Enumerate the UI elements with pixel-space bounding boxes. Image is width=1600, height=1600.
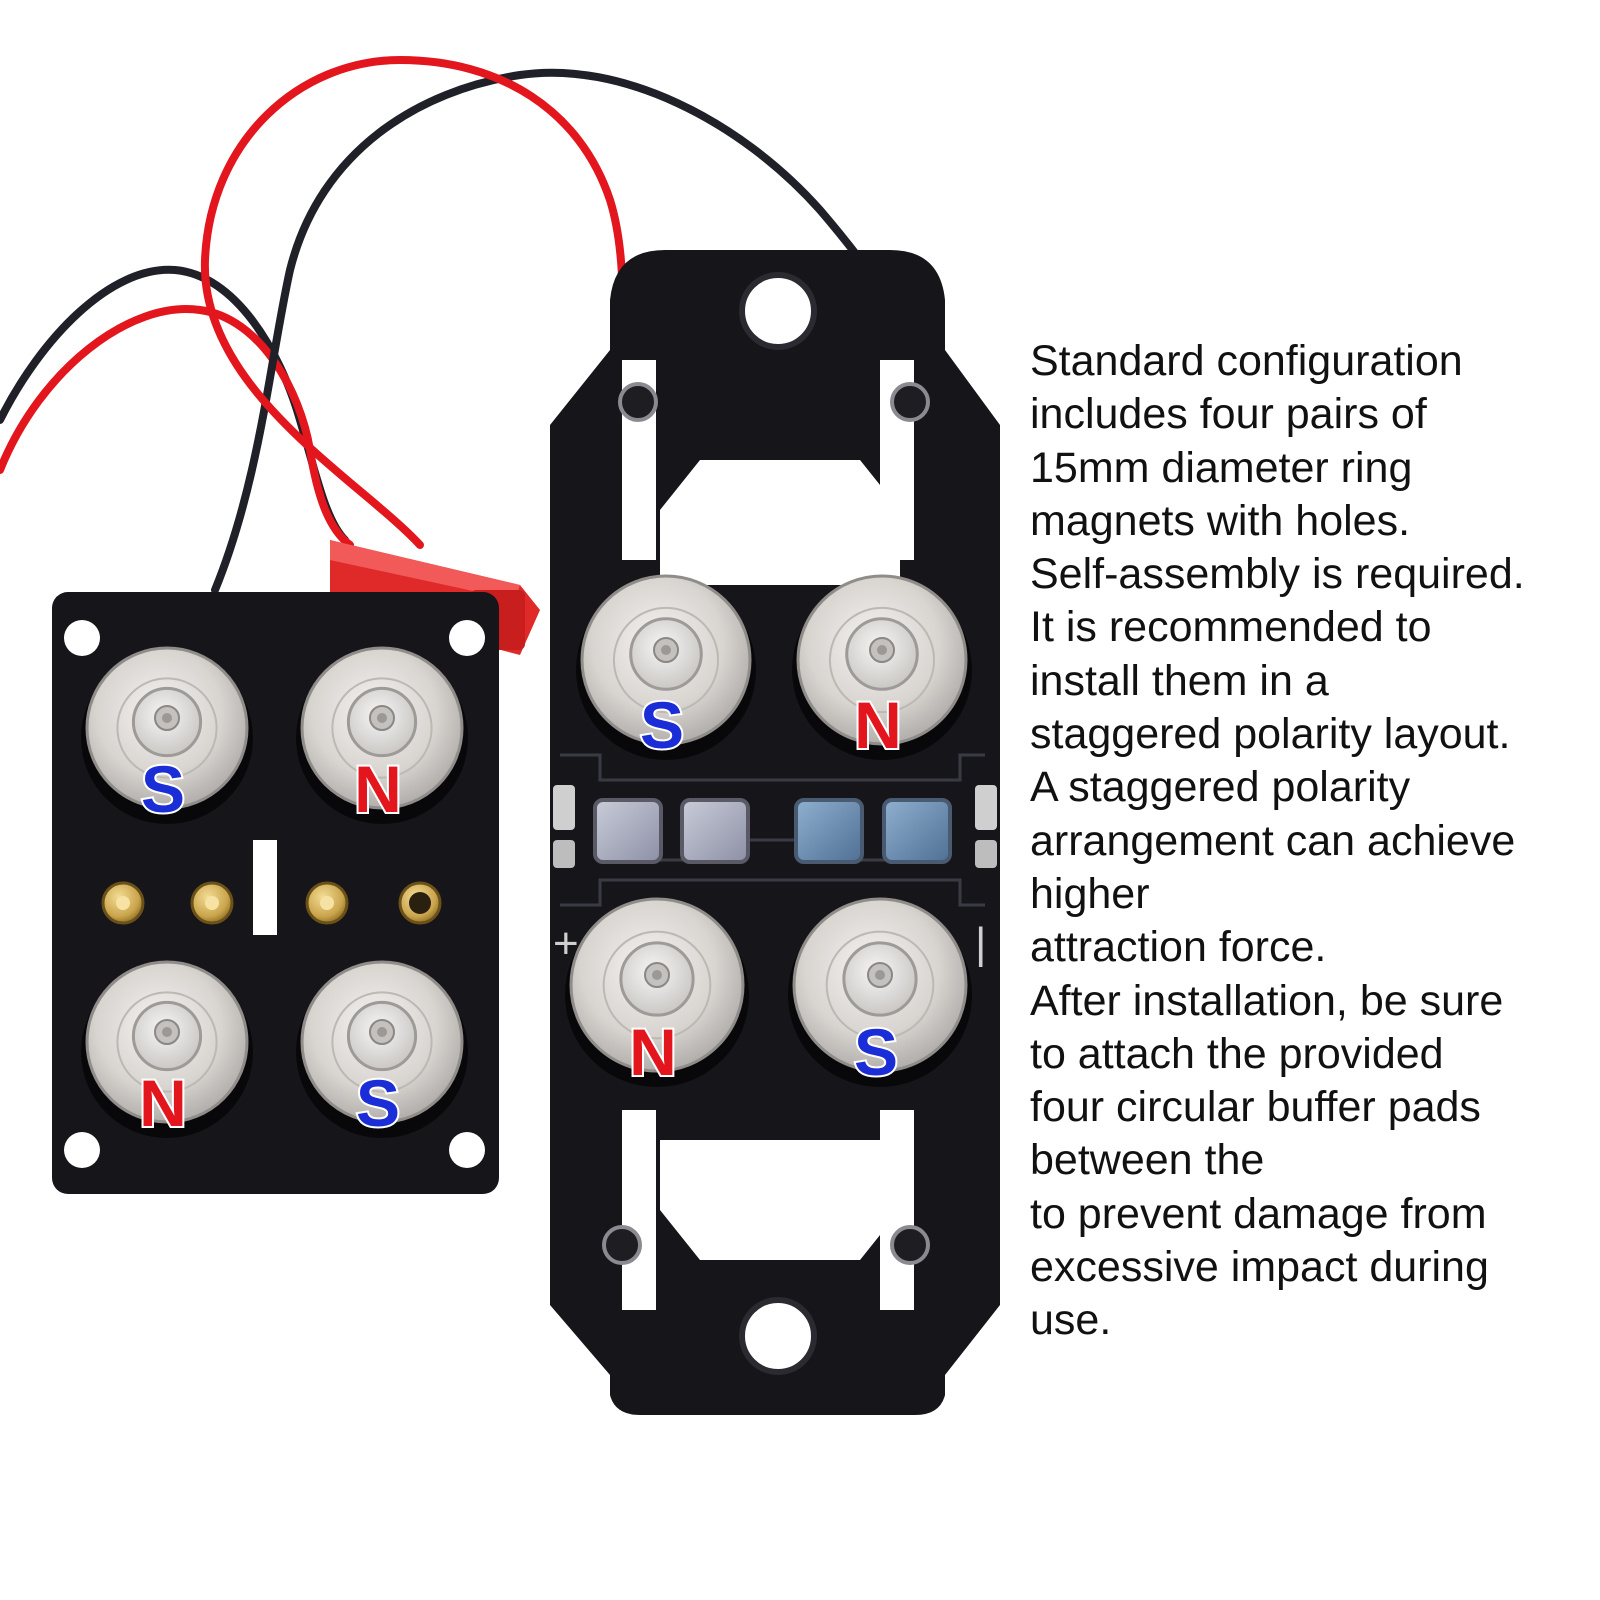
hex-screw-icon (867, 962, 893, 988)
description-text: Standard configuration includes four pai… (1030, 335, 1590, 1348)
description-line: A staggered polarity (1030, 763, 1411, 812)
ring-magnet-n: N (565, 897, 749, 1091)
screw-icon (602, 382, 930, 1265)
description-line: install them in a (1030, 656, 1329, 705)
pole-label: S (356, 1066, 400, 1140)
description-line: includes four pairs of (1030, 390, 1427, 439)
ring-magnet-s: S (296, 960, 468, 1142)
hex-screw-icon (154, 1019, 180, 1045)
description-line: four circular buffer pads (1030, 1083, 1481, 1132)
contact-pads (593, 798, 952, 864)
slot-bottom-left (622, 1110, 656, 1310)
ring-magnet-n: N (81, 960, 253, 1142)
pogo-pins (101, 881, 442, 925)
hex-screw-icon (369, 1019, 395, 1045)
description-line: use. (1030, 1296, 1112, 1345)
minus-mark: | (975, 919, 986, 968)
hex-screw-icon (154, 705, 180, 731)
ring-magnet-s: S (788, 897, 972, 1091)
description-line: It is recommended to (1030, 603, 1432, 652)
description-line: Standard configuration (1030, 337, 1463, 385)
mount-hole-bottom (739, 1297, 817, 1375)
pole-label: S (854, 1015, 898, 1089)
pole-label: N (629, 1015, 677, 1089)
description-line: magnets with holes. (1030, 496, 1411, 545)
description-line: Self-assembly is required. (1030, 550, 1525, 599)
cutout-top (660, 460, 900, 585)
corner-hole (449, 1132, 485, 1168)
pole-label: N (354, 752, 402, 826)
hex-screw-icon (653, 637, 679, 663)
slot-bottom-right (880, 1110, 914, 1310)
ring-magnet-s: S (81, 646, 253, 828)
solder-tabs (553, 785, 997, 868)
corner-hole (64, 1132, 100, 1168)
magnets-layer: S N N S S N N S (81, 574, 972, 1142)
hex-screw-icon (644, 962, 670, 988)
ring-magnet-s: S (576, 574, 756, 764)
description-line: arrangement can achieve (1030, 816, 1516, 865)
description-line: between the (1030, 1136, 1265, 1185)
pole-label: S (141, 752, 185, 826)
pole-label: N (854, 688, 902, 762)
description-line: attraction force. (1030, 923, 1327, 972)
cutout-bottom (660, 1140, 900, 1260)
description-line: After installation, be sure (1030, 976, 1504, 1025)
description-line: 15mm diameter ring (1030, 443, 1413, 492)
mount-hole-top (739, 272, 817, 350)
polarity-slot (253, 840, 277, 935)
hex-screw-icon (869, 637, 895, 663)
description-line: excessive impact during (1030, 1243, 1489, 1292)
red-wire-left (0, 305, 354, 549)
pole-label: S (640, 688, 684, 762)
corner-hole (64, 620, 100, 656)
description-line: to prevent damage from (1030, 1189, 1487, 1238)
corner-hole (449, 620, 485, 656)
hex-screw-icon (369, 705, 395, 731)
pole-label: N (139, 1066, 187, 1140)
ring-magnet-n: N (792, 574, 972, 764)
description-line: staggered polarity layout. (1030, 710, 1511, 759)
ring-magnet-n: N (296, 646, 468, 828)
right-board: + | (550, 250, 1000, 1415)
description-line: to attach the provided (1030, 1029, 1444, 1078)
description-line: higher (1030, 869, 1150, 918)
